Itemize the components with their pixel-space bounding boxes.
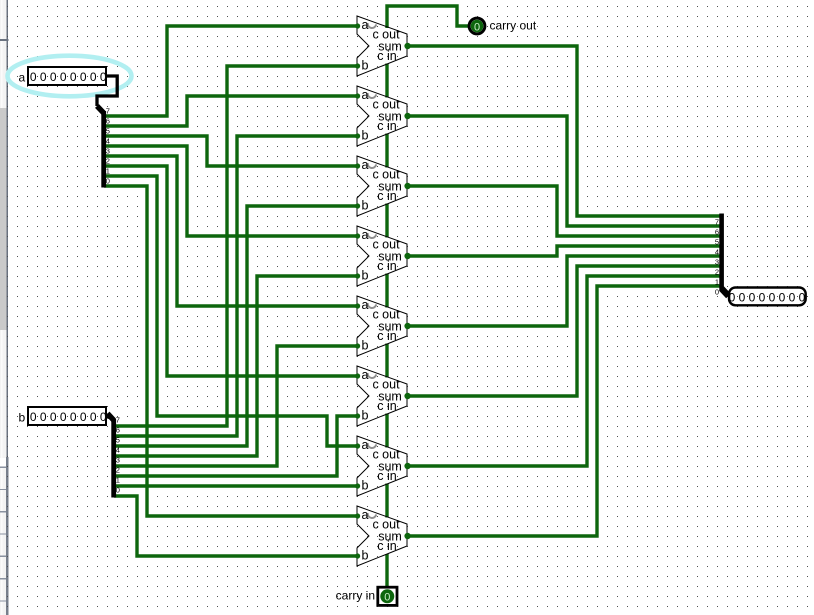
svg-text:7: 7 (106, 107, 110, 116)
svg-text:5: 5 (116, 436, 120, 445)
svg-text:b: b (362, 339, 369, 353)
svg-text:carry in: carry in (336, 588, 375, 602)
svg-text:1: 1 (106, 167, 110, 176)
svg-text:sum: sum (378, 40, 402, 54)
svg-text:a: a (362, 298, 369, 312)
svg-text:0: 0 (779, 290, 786, 304)
svg-text:c in: c in (377, 539, 397, 553)
svg-text:6: 6 (116, 426, 120, 435)
svg-text:b: b (362, 409, 369, 423)
svg-text:2: 2 (715, 268, 719, 277)
svg-text:b: b (362, 59, 369, 73)
svg-text:0: 0 (384, 592, 390, 604)
svg-text:0: 0 (80, 410, 87, 424)
svg-text:0: 0 (799, 290, 806, 304)
svg-text:c out: c out (372, 168, 400, 182)
svg-text:6: 6 (715, 228, 719, 237)
svg-text:0: 0 (90, 70, 97, 84)
svg-text:sum: sum (378, 390, 402, 404)
svg-text:0: 0 (116, 486, 120, 495)
svg-text:0: 0 (60, 410, 67, 424)
svg-text:0: 0 (30, 410, 37, 424)
svg-text:0: 0 (40, 410, 47, 424)
svg-text:4: 4 (106, 137, 110, 146)
svg-text:2: 2 (106, 157, 110, 166)
svg-text:0: 0 (90, 410, 97, 424)
svg-text:a: a (362, 228, 369, 242)
svg-text:0: 0 (759, 290, 766, 304)
svg-text:c in: c in (377, 259, 397, 273)
svg-text:sum: sum (378, 530, 402, 544)
svg-text:0: 0 (50, 410, 57, 424)
svg-text:0: 0 (40, 70, 47, 84)
svg-text:c out: c out (372, 518, 400, 532)
svg-text:a: a (362, 368, 369, 382)
svg-text:0: 0 (729, 290, 736, 304)
svg-text:7: 7 (715, 218, 719, 227)
svg-text:b: b (362, 269, 369, 283)
svg-text:4: 4 (116, 446, 120, 455)
svg-text:a: a (362, 158, 369, 172)
svg-text:c in: c in (377, 189, 397, 203)
svg-text:2: 2 (116, 466, 120, 475)
svg-text:carry out: carry out (490, 19, 537, 33)
svg-text:0: 0 (100, 410, 107, 424)
svg-text:c out: c out (372, 238, 400, 252)
svg-text:b: b (362, 129, 369, 143)
svg-text:sum: sum (378, 250, 402, 264)
svg-text:b: b (362, 549, 369, 563)
svg-text:sum: sum (378, 110, 402, 124)
svg-text:c out: c out (372, 28, 400, 42)
svg-text:0: 0 (474, 21, 480, 33)
svg-text:0: 0 (30, 70, 37, 84)
svg-text:1: 1 (715, 278, 719, 287)
svg-text:c out: c out (372, 378, 400, 392)
svg-text:3: 3 (715, 258, 719, 267)
svg-text:0: 0 (50, 70, 57, 84)
svg-text:a: a (362, 438, 369, 452)
svg-text:0: 0 (80, 70, 87, 84)
svg-text:3: 3 (106, 147, 110, 156)
svg-text:4: 4 (715, 248, 719, 257)
svg-text:0: 0 (60, 70, 67, 84)
svg-text:a: a (362, 88, 369, 102)
svg-text:0: 0 (739, 290, 746, 304)
svg-text:0: 0 (70, 410, 77, 424)
svg-text:sum: sum (378, 320, 402, 334)
svg-text:0: 0 (70, 70, 77, 84)
svg-text:b: b (19, 411, 26, 425)
svg-text:c in: c in (377, 469, 397, 483)
svg-text:0: 0 (749, 290, 756, 304)
svg-text:sum: sum (378, 460, 402, 474)
svg-text:c out: c out (372, 308, 400, 322)
svg-text:1: 1 (116, 476, 120, 485)
svg-text:c out: c out (372, 98, 400, 112)
svg-text:0: 0 (106, 177, 110, 186)
svg-text:a: a (19, 71, 26, 85)
svg-text:0: 0 (100, 70, 107, 84)
svg-text:5: 5 (106, 127, 110, 136)
svg-text:7: 7 (116, 416, 120, 425)
svg-text:c in: c in (377, 119, 397, 133)
svg-text:5: 5 (715, 238, 719, 247)
svg-text:c out: c out (372, 448, 400, 462)
svg-text:a: a (362, 18, 369, 32)
svg-text:0: 0 (769, 290, 776, 304)
svg-text:b: b (362, 479, 369, 493)
svg-text:b: b (362, 199, 369, 213)
svg-text:3: 3 (116, 456, 120, 465)
svg-text:0: 0 (789, 290, 796, 304)
svg-text:c in: c in (377, 399, 397, 413)
svg-text:c in: c in (377, 49, 397, 63)
svg-text:a: a (362, 508, 369, 522)
svg-text:c in: c in (377, 329, 397, 343)
svg-text:0: 0 (715, 288, 719, 297)
svg-text:sum: sum (378, 180, 402, 194)
svg-text:6: 6 (106, 117, 110, 126)
